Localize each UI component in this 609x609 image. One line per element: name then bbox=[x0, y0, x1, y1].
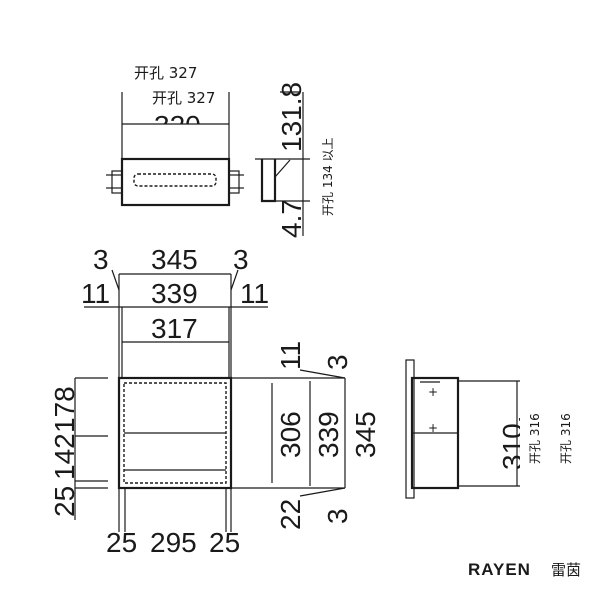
dim-right-3-top: 3 bbox=[322, 354, 353, 370]
dim-right-3-bottom: 3 bbox=[322, 508, 353, 524]
dim-mid-right-11: 11 bbox=[240, 278, 269, 309]
dim-right-11: 11 bbox=[275, 341, 306, 370]
leader-right-3 bbox=[230, 269, 239, 291]
height-label: 131.8 bbox=[276, 82, 307, 152]
dim-right-22: 22 bbox=[275, 499, 306, 530]
cutout-label-1: 开孔 327 bbox=[134, 64, 197, 82]
dim-right-339: 339 bbox=[313, 411, 344, 458]
dim-mid-left-11: 11 bbox=[81, 278, 110, 309]
dim-bottom-25-right: 25 bbox=[209, 527, 240, 558]
leader-top-11 bbox=[299, 369, 346, 379]
dim-inner-317: 317 bbox=[151, 313, 198, 344]
brand-logo: RAYEN 雷茵 bbox=[468, 560, 581, 579]
dim-left-178: 178 bbox=[49, 386, 80, 433]
front-box bbox=[117, 376, 233, 490]
cutout-label-2: 开孔 327 bbox=[152, 89, 215, 107]
dim-right-306: 306 bbox=[275, 411, 306, 458]
clip-left-body bbox=[111, 170, 123, 194]
side-view: + + 310.2 开孔 316 开孔 316 bbox=[405, 359, 573, 499]
brand-name-cn: 雷茵 bbox=[551, 561, 581, 579]
width-partial-label: 320 bbox=[154, 110, 201, 141]
top-view-slot bbox=[133, 173, 217, 187]
dim-right-345: 345 bbox=[350, 411, 381, 458]
dim-top-left-3: 3 bbox=[93, 244, 109, 275]
brand-name: RAYEN bbox=[468, 560, 531, 579]
dim-bottom-25-left: 25 bbox=[106, 527, 137, 558]
top-view-box bbox=[120, 157, 231, 207]
dim-mid-339: 339 bbox=[151, 278, 198, 309]
top-view: 开孔 327 开孔 327 320 131.8 4.7 开孔 134 以上 bbox=[106, 64, 335, 238]
side-profile-channel bbox=[260, 159, 277, 203]
dim-left-142: 142 bbox=[49, 433, 80, 480]
side-flange bbox=[405, 359, 415, 499]
side-partial-clip: 310.2 bbox=[497, 400, 528, 470]
dim-bottom-295: 295 bbox=[150, 527, 197, 558]
side-cutout-2: 开孔 316 bbox=[559, 413, 573, 464]
dim-top-right-3: 3 bbox=[233, 244, 249, 275]
side-profile-diagonal bbox=[274, 159, 291, 178]
flange-label: 4.7 bbox=[276, 199, 307, 238]
side-partial-label: 310.2 bbox=[497, 400, 528, 470]
front-view: 3 345 3 11 339 11 317 178 142 25 bbox=[49, 244, 381, 558]
leader-bottom-22 bbox=[299, 487, 346, 497]
cutout-side-label: 开孔 134 以上 bbox=[321, 137, 335, 216]
side-cutout-1: 开孔 316 bbox=[528, 413, 542, 464]
side-plus-2: + bbox=[428, 421, 438, 435]
dim-left-25: 25 bbox=[49, 486, 80, 517]
width-partial-clip: 320 bbox=[154, 110, 201, 141]
side-plus-1: + bbox=[428, 385, 438, 399]
clip-right-body bbox=[228, 170, 240, 194]
leader-left-3 bbox=[111, 269, 120, 291]
dim-top-345: 345 bbox=[151, 244, 198, 275]
